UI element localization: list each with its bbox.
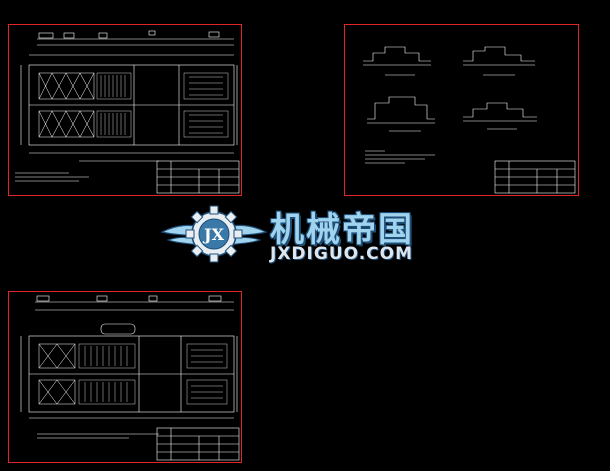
drawing-sheet-bottom-left[interactable] — [8, 291, 242, 463]
plan-drawing-2 — [20, 295, 240, 461]
drawing-sheet-top-right[interactable] — [344, 24, 579, 196]
winged-gear-logo-icon: JX — [160, 205, 268, 263]
plan-drawing — [15, 30, 240, 194]
watermark-url: JXDIGUO.COM — [270, 244, 414, 264]
watermark: JX 机械帝国 JXDIGUO.COM — [158, 198, 458, 268]
drawing-sheet-top-left[interactable] — [8, 24, 242, 196]
section-drawing — [363, 46, 576, 194]
logo-badge-text: JX — [202, 225, 225, 244]
watermark-title: 机械帝国 — [270, 210, 414, 250]
